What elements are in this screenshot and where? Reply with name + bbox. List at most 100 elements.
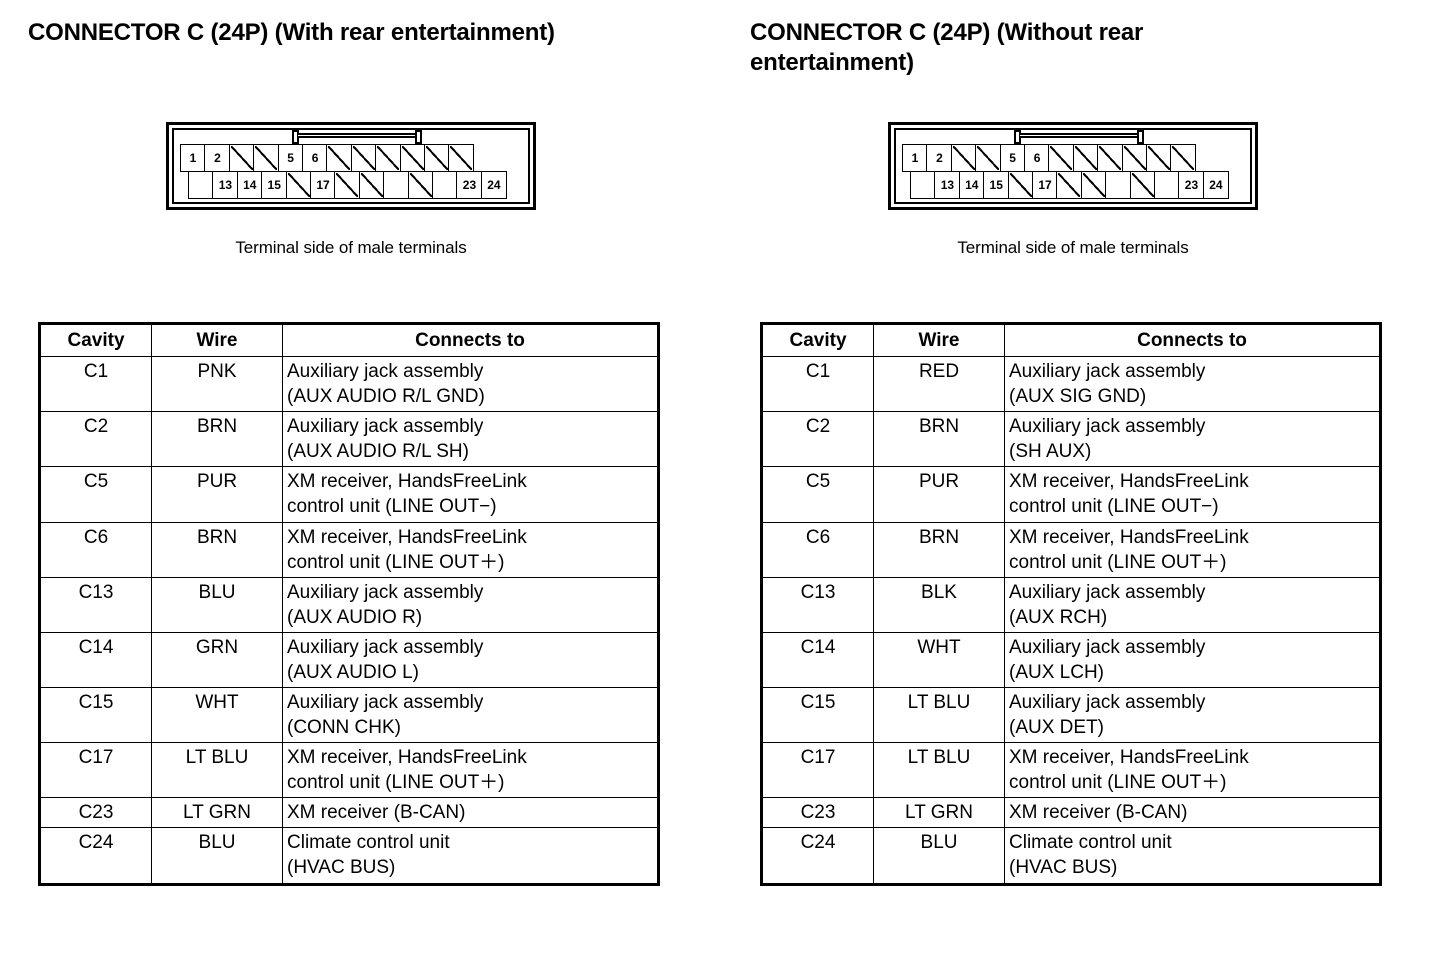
connector-cavity-unused [228, 144, 255, 172]
connector-cavity-2: 2 [926, 144, 953, 172]
connector-cavity-unused [1097, 144, 1124, 172]
connector-cavity-empty [1154, 171, 1181, 199]
cell-connects-to: Auxiliary jack assembly(AUX LCH) [1004, 631, 1381, 689]
cell-cavity: C14 [761, 631, 874, 689]
connects-to-line-1: XM receiver, HandsFreeLink [1009, 747, 1249, 769]
cell-connects-to: Climate control unit (HVAC BUS) [282, 827, 659, 885]
cell-wire: BRN [151, 411, 283, 468]
connector-cavity-unused [1007, 171, 1034, 199]
cell-cavity: C15 [39, 687, 152, 744]
cell-cavity: C13 [761, 576, 874, 633]
panel-title: CONNECTOR C (24P) (Without rear entertai… [750, 19, 1144, 76]
connector-panel-without-rear-entertainment: CONNECTOR C (24P) (Without rear entertai… [740, 0, 1440, 956]
cell-connects-to: XM receiver, HandsFreeLink control unit (… [1004, 521, 1381, 578]
connector-latch [292, 130, 422, 144]
connector-cavity-unused [1048, 144, 1075, 172]
connects-to-line-2: (AUX AUDIO R/L GND) [287, 386, 485, 408]
connects-to-line-1: Auxiliary jack assembly [287, 692, 484, 714]
cell-wire: BLU [873, 827, 1005, 885]
connects-to-line-2: control unit (LINE OUT＋) [1009, 551, 1227, 573]
connector-cavity-unused [1170, 144, 1197, 172]
connector-cavity-unused [1129, 171, 1156, 199]
cell-cavity: C6 [39, 521, 152, 578]
connects-to-line-1: Auxiliary jack assembly [1009, 581, 1206, 603]
connects-to-line-2: control unit (LINE OUT−) [287, 496, 497, 518]
connector-cavity-15: 15 [983, 171, 1010, 199]
connects-to-line-2: (HVAC BUS) [1009, 857, 1118, 879]
connector-cavity-unused [375, 144, 402, 172]
connector-cavity-unused [424, 144, 451, 172]
connector-cavity-17: 17 [310, 171, 337, 199]
connector-cavity-6: 6 [1024, 144, 1051, 172]
connects-to-line-1: Auxiliary jack assembly [1009, 692, 1206, 714]
cell-wire: BLU [151, 827, 283, 885]
cell-wire: PNK [151, 356, 283, 413]
connects-to-line-1: XM receiver, HandsFreeLink [1009, 526, 1249, 548]
cell-connects-to: Auxiliary jack assembly(AUX AUDIO R/L GN… [282, 356, 659, 413]
connector-cavity-15: 15 [261, 171, 288, 199]
connects-to-line-2: (HVAC BUS) [287, 857, 396, 879]
connector-panel-with-rear-entertainment: CONNECTOR C (24P) (With rear entertainme… [18, 0, 718, 956]
cell-cavity: C14 [39, 631, 152, 689]
connector-cavity-unused [285, 171, 312, 199]
cell-connects-to: Auxiliary jack assembly(AUX AUDIO R) [282, 576, 659, 633]
connects-to-line-1: Climate control unit [287, 832, 450, 854]
column-header-cavity: Cavity [39, 322, 152, 358]
connector-cavity-empty [910, 171, 936, 199]
cell-wire: LT GRN [873, 797, 1005, 829]
cell-wire: LT BLU [873, 742, 1005, 799]
cell-connects-to: XM receiver (B-CAN) [1004, 797, 1381, 829]
connector-cavity-6: 6 [302, 144, 329, 172]
connector-cavity-unused [350, 144, 377, 172]
connects-to-line-1: Auxiliary jack assembly [1009, 636, 1206, 658]
cell-wire: PUR [151, 466, 283, 523]
connector-cavity-unused [448, 144, 475, 172]
cell-wire: LT BLU [873, 687, 1005, 744]
connector-cavity-unused [334, 171, 361, 199]
connects-to-line-1: Climate control unit [1009, 832, 1172, 854]
connects-to-line-1: XM receiver, HandsFreeLink [1009, 471, 1249, 493]
cell-cavity: C23 [761, 797, 874, 829]
connects-to-line-2: (AUX DET) [1009, 717, 1104, 739]
latch-post-right [415, 130, 422, 144]
connector-cavity-unused [950, 144, 977, 172]
cell-cavity: C15 [761, 687, 874, 744]
cell-wire: WHT [873, 631, 1005, 689]
connector-latch [1014, 130, 1144, 144]
cell-connects-to: Auxiliary jack assembly (AUX DET) [1004, 687, 1381, 744]
connects-to-line-1: XM receiver (B-CAN) [287, 802, 466, 824]
connector-cavity-14: 14 [958, 171, 985, 199]
connector-cavity-empty [188, 171, 214, 199]
connector-cavity-empty [383, 171, 410, 199]
connector-cavity-13: 13 [934, 171, 961, 199]
cell-connects-to: Auxiliary jack assembly(AUX SIG GND) [1004, 356, 1381, 413]
table-header-row: Cavity Wire Connects to [761, 322, 1381, 358]
cell-cavity: C23 [39, 797, 152, 829]
cell-cavity: C5 [761, 466, 874, 523]
cell-wire: WHT [151, 687, 283, 744]
connector-cavity-24: 24 [480, 171, 507, 199]
cell-cavity: C1 [761, 356, 874, 413]
connector-cavity-unused [975, 144, 1002, 172]
column-header-wire: Wire [873, 322, 1005, 358]
column-header-wire: Wire [151, 322, 283, 358]
connects-to-line-2: (SH AUX) [1009, 441, 1092, 463]
cell-cavity: C13 [39, 576, 152, 633]
